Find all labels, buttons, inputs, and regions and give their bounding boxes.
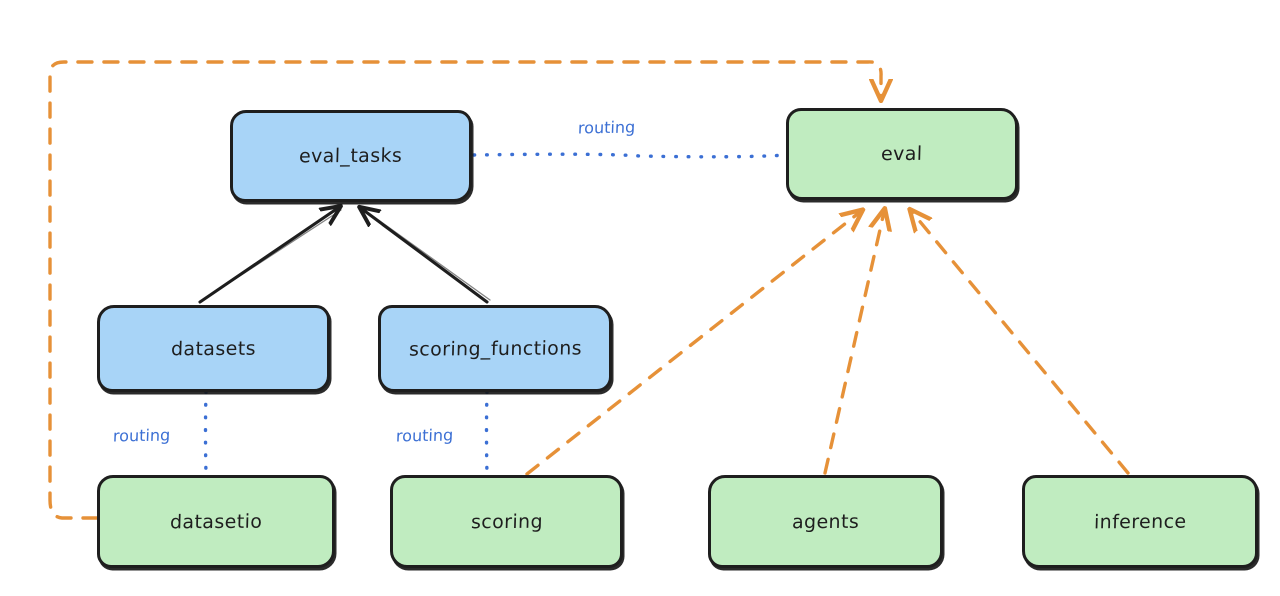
node-label-scoring_functions: scoring_functions (408, 336, 582, 361)
edge-agents-to-eval (823, 212, 884, 475)
node-label-inference: inference (1093, 510, 1187, 533)
node-eval[interactable]: eval (786, 108, 1018, 200)
edge-scoring_functions-to-scoring (484, 390, 489, 477)
edge-datasets-to-datasetio (203, 390, 208, 477)
node-label-datasetio: datasetio (169, 510, 263, 533)
node-label-scoring: scoring (470, 510, 543, 533)
node-label-eval: eval (880, 142, 924, 166)
edge-label-routing-eval_tasks-eval: routing (577, 117, 636, 138)
node-label-datasets: datasets (170, 337, 257, 360)
node-datasets[interactable]: datasets (97, 305, 330, 392)
node-inference[interactable]: inference (1022, 475, 1258, 568)
node-datasetio[interactable]: datasetio (97, 475, 335, 568)
node-scoring[interactable]: scoring (390, 475, 623, 568)
edge-datasets-to-eval_tasks-sketch (202, 209, 342, 301)
node-label-eval_tasks: eval_tasks (299, 144, 403, 168)
edge-datasets-to-eval_tasks (198, 208, 338, 304)
node-scoring_functions[interactable]: scoring_functions (378, 305, 612, 392)
node-label-agents: agents (791, 510, 860, 533)
node-eval_tasks[interactable]: eval_tasks (230, 110, 472, 202)
edge-eval_tasks-to-eval (472, 152, 788, 159)
edge-label-routing-datasets-datasetio: routing (112, 425, 171, 446)
edge-scoring_functions-to-eval_tasks-sketch (365, 210, 491, 301)
edge-inference-to-eval (912, 212, 1130, 475)
edge-label-routing-scoring_functions-scoring: routing (395, 425, 454, 446)
node-agents[interactable]: agents (708, 475, 943, 568)
edge-scoring_functions-to-eval_tasks (362, 209, 489, 304)
